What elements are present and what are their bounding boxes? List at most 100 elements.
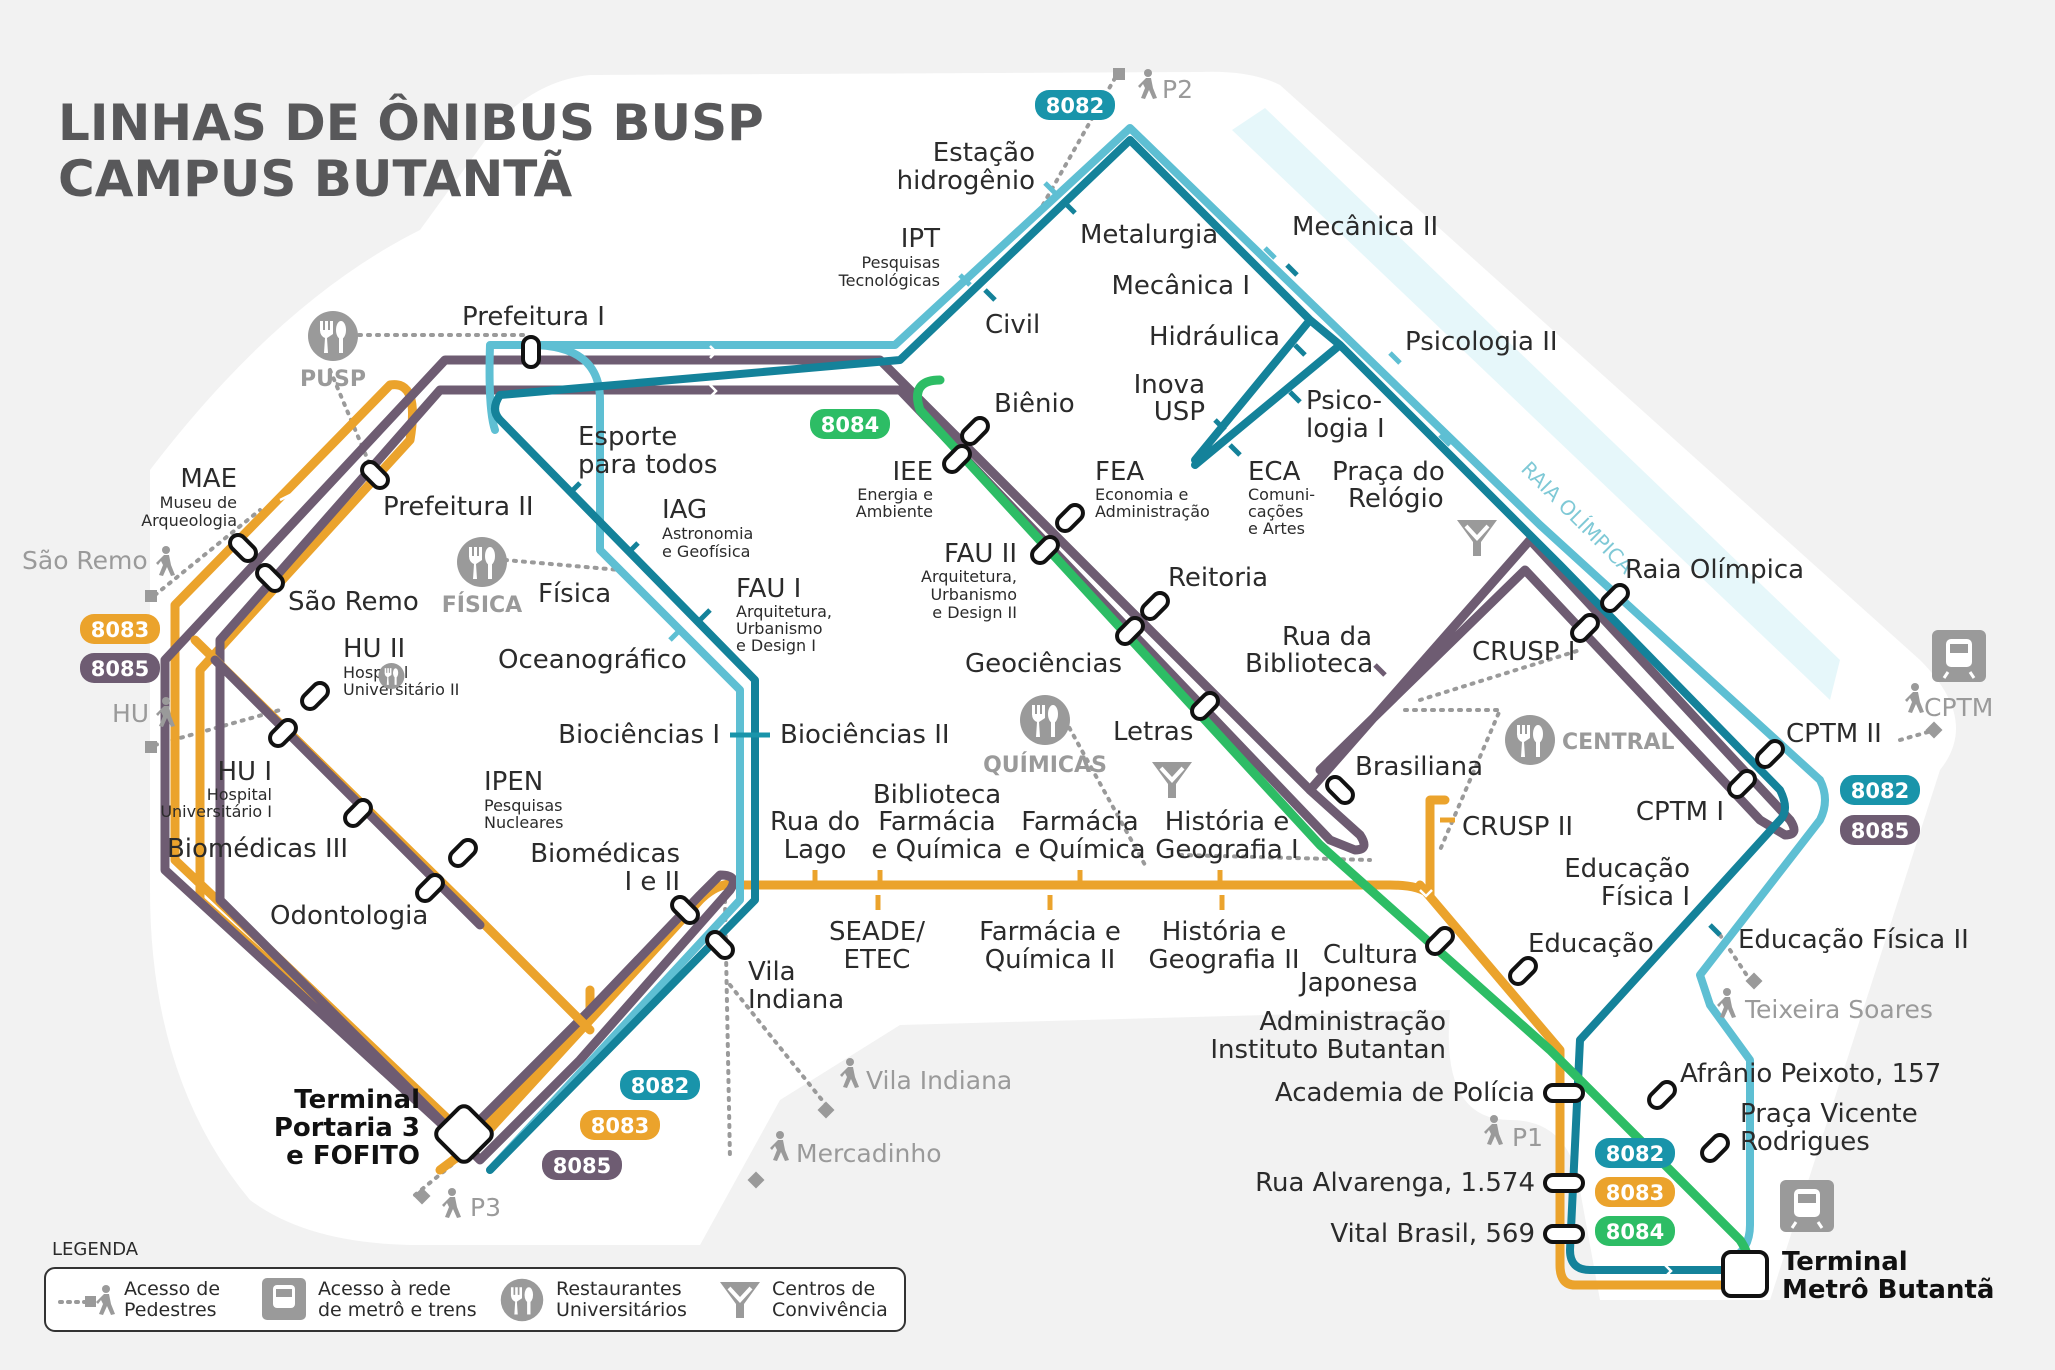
svg-text:Geografia I: Geografia I bbox=[1155, 835, 1298, 865]
svg-text:8085: 8085 bbox=[91, 657, 149, 681]
svg-text:e Design II: e Design II bbox=[932, 603, 1017, 622]
station-educacao-fisica-ii: Educação Física II bbox=[1738, 925, 1969, 955]
legend-metro-label: Acesso à rede bbox=[318, 1278, 451, 1300]
station-rua-lago: Rua do bbox=[770, 807, 860, 837]
station-biblioteca-fq: Biblioteca bbox=[873, 780, 1001, 810]
station-ipt: IPT bbox=[901, 224, 940, 254]
station-esporte: Esporte bbox=[578, 422, 677, 452]
station-farmacia-quimica: Farmácia bbox=[1021, 807, 1138, 837]
line-badges: 8082 8084 8083 8085 8082 8083 8085 8082 … bbox=[80, 90, 1920, 1246]
terminal-labels: Terminal Portaria 3 e FOFITO Terminal Me… bbox=[274, 1085, 1995, 1305]
svg-text:Arqueologia: Arqueologia bbox=[141, 511, 237, 530]
station-iag: IAG bbox=[662, 495, 707, 525]
station-civil: Civil bbox=[985, 310, 1040, 340]
station-rua-alvarenga: Rua Alvarenga, 1.574 bbox=[1255, 1168, 1535, 1198]
access-sao-remo-label: São Remo bbox=[22, 546, 148, 575]
station-mecanica-ii: Mecânica II bbox=[1292, 212, 1438, 242]
station-estacao-hidrogenio: Estação bbox=[933, 138, 1035, 168]
station-inova-usp: Inova bbox=[1134, 370, 1205, 400]
legend-restaurant-label: Restaurantes bbox=[556, 1278, 682, 1300]
svg-text:8082: 8082 bbox=[1046, 94, 1104, 118]
legend-pedestrian-label: Acesso de bbox=[124, 1278, 220, 1300]
restaurant-icon bbox=[378, 663, 405, 689]
svg-text:ETEC: ETEC bbox=[844, 945, 911, 975]
svg-text:e Design I: e Design I bbox=[736, 636, 816, 655]
transfer-stops bbox=[228, 335, 1785, 1244]
station-bienio: Biênio bbox=[994, 389, 1075, 419]
svg-text:Comuni-: Comuni- bbox=[1248, 485, 1315, 504]
station-hu-ii: HU II bbox=[343, 634, 405, 664]
line-8082-dark bbox=[486, 136, 1789, 1274]
station-crusp-i: CRUSP I bbox=[1472, 637, 1575, 667]
station-praca-relogio: Praça do bbox=[1332, 457, 1445, 487]
terminal-metro-label: Terminal bbox=[1782, 1247, 1908, 1277]
svg-text:Geografia II: Geografia II bbox=[1148, 945, 1299, 975]
svg-text:Indiana: Indiana bbox=[748, 985, 844, 1015]
station-eca: ECA bbox=[1248, 457, 1301, 487]
terminal-metro-symbol bbox=[1721, 1250, 1769, 1298]
bus-lines bbox=[160, 124, 1829, 1290]
svg-text:Relógio: Relógio bbox=[1348, 484, 1444, 514]
station-fisica: Física bbox=[538, 579, 611, 609]
access-hu-label: HU bbox=[112, 699, 149, 728]
access-p1-label: P1 bbox=[1512, 1123, 1543, 1152]
station-ipen: IPEN bbox=[484, 767, 543, 797]
svg-text:Metrô Butantã: Metrô Butantã bbox=[1782, 1275, 1994, 1305]
svg-text:Física I: Física I bbox=[1601, 882, 1690, 912]
svg-text:Farmácia: Farmácia bbox=[878, 807, 995, 837]
station-prefeitura-ii: Prefeitura II bbox=[383, 492, 534, 522]
svg-text:cações: cações bbox=[1248, 502, 1303, 521]
station-sao-remo: São Remo bbox=[288, 587, 419, 617]
legend: LEGENDA Acesso de Pedestres Acesso à red… bbox=[44, 663, 906, 1332]
direction-arrows bbox=[279, 345, 1673, 1278]
station-fau-i: FAU I bbox=[736, 574, 801, 604]
station-academia-policia: Academia de Polícia bbox=[1275, 1078, 1535, 1108]
svg-text:8082: 8082 bbox=[1606, 1142, 1664, 1166]
access-mercadinho-label: Mercadinho bbox=[796, 1139, 942, 1168]
svg-text:8082: 8082 bbox=[631, 1074, 689, 1098]
svg-text:Japonesa: Japonesa bbox=[1298, 968, 1418, 998]
svg-text:Hospital: Hospital bbox=[207, 785, 272, 804]
terminal-portaria3-label: Terminal bbox=[294, 1085, 420, 1115]
svg-text:I e II: I e II bbox=[624, 867, 680, 897]
station-raia-olimpica: Raia Olímpica bbox=[1625, 555, 1804, 585]
station-fau-ii: FAU II bbox=[944, 539, 1017, 569]
map-title-line2: CAMPUS BUTANTÃ bbox=[58, 149, 573, 208]
station-biociencias-ii: Biociências II bbox=[780, 720, 950, 750]
pedestrian-access-points: P2 São Remo HU CPTM Teixeira Soares Vila… bbox=[22, 68, 1993, 1222]
station-cptm-ii: CPTM II bbox=[1786, 719, 1882, 749]
station-cultura-japonesa: Cultura bbox=[1323, 940, 1418, 970]
svg-text:Instituto Butantan: Instituto Butantan bbox=[1210, 1035, 1446, 1065]
svg-text:Administração: Administração bbox=[1095, 502, 1210, 521]
legend-box bbox=[44, 1267, 906, 1332]
svg-text:8083: 8083 bbox=[91, 618, 149, 642]
svg-text:e Química: e Química bbox=[1014, 835, 1145, 865]
station-mae: MAE bbox=[180, 464, 237, 494]
svg-text:e Artes: e Artes bbox=[1248, 519, 1305, 538]
svg-text:Economia e: Economia e bbox=[1095, 485, 1188, 504]
raia-olimpica-area bbox=[1232, 108, 1840, 700]
station-mecanica-i: Mecânica I bbox=[1111, 271, 1250, 301]
svg-text:Biblioteca: Biblioteca bbox=[1245, 649, 1373, 679]
station-crusp-ii: CRUSP II bbox=[1462, 812, 1573, 842]
station-prefeitura-i: Prefeitura I bbox=[462, 302, 605, 332]
station-hu-i: HU I bbox=[217, 757, 272, 787]
station-brasiliana: Brasiliana bbox=[1355, 752, 1483, 782]
restaurant-fisica-label: FÍSICA bbox=[442, 592, 522, 618]
svg-text:Ambiente: Ambiente bbox=[856, 502, 933, 521]
station-psicologia-ii: Psicologia II bbox=[1405, 327, 1558, 357]
svg-text:Urbanismo: Urbanismo bbox=[930, 585, 1017, 604]
svg-text:8085: 8085 bbox=[553, 1154, 611, 1178]
svg-text:Pedestres: Pedestres bbox=[124, 1299, 217, 1321]
station-iee: IEE bbox=[892, 457, 933, 487]
terminal-portaria3-symbol bbox=[434, 1104, 494, 1164]
svg-text:Universitário II: Universitário II bbox=[343, 680, 459, 699]
station-biomedicas-iii: Biomédicas III bbox=[167, 834, 348, 864]
stop-prefeitura-ii bbox=[360, 460, 390, 490]
restaurant-central-label: CENTRAL bbox=[1562, 730, 1675, 755]
svg-text:Pesquisas: Pesquisas bbox=[862, 253, 940, 272]
svg-text:Convivência: Convivência bbox=[772, 1299, 888, 1321]
access-p2-label: P2 bbox=[1162, 75, 1193, 104]
station-fea: FEA bbox=[1095, 457, 1144, 487]
station-oceanografico: Oceanográfico bbox=[498, 645, 687, 675]
